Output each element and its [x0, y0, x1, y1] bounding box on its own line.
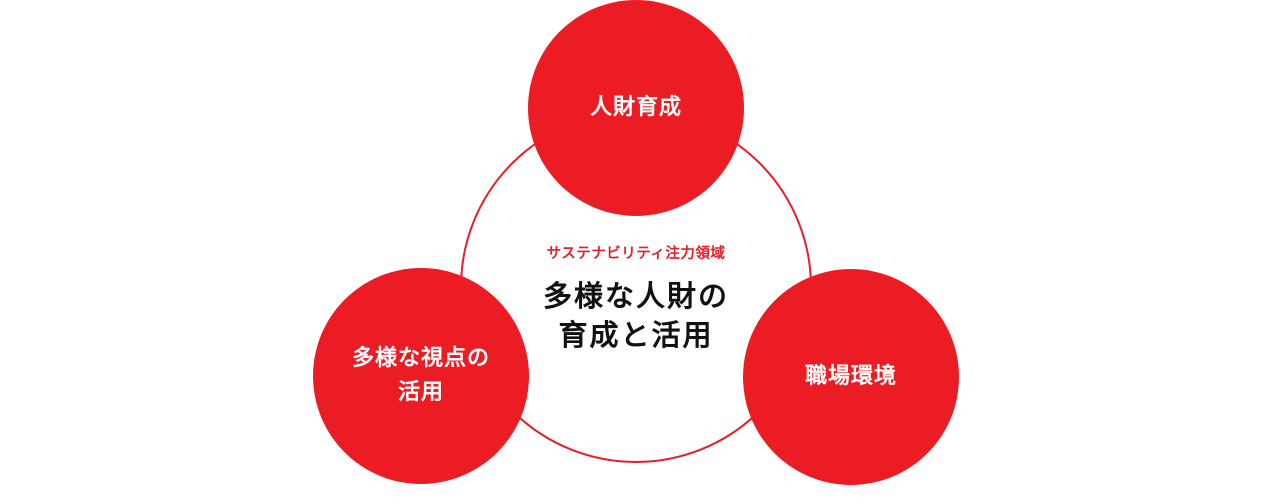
center-title-line-2: 育成と活用: [558, 318, 714, 352]
center-title-line-1: 多様な人財の: [542, 279, 729, 313]
node-label-line-1: 人財育成: [589, 95, 682, 120]
node-label-line-1: 多様な視点の: [351, 346, 490, 371]
node-label: 多様な視点の 活用: [352, 342, 490, 410]
center-label: サステナビリティ注力領域 多様な人財の 育成と活用: [486, 243, 786, 355]
node-human-resource-development: 人財育成: [528, 0, 744, 216]
center-title: 多様な人財の 育成と活用: [486, 277, 786, 355]
node-label: 人財育成: [590, 91, 682, 125]
node-label-line-2: 活用: [397, 380, 444, 405]
node-label-line-1: 職場環境: [804, 364, 897, 389]
center-subtitle: サステナビリティ注力領域: [546, 246, 726, 262]
node-diverse-perspectives: 多様な視点の 活用: [313, 268, 529, 484]
node-workplace-environment: 職場環境: [743, 269, 959, 485]
node-label: 職場環境: [805, 360, 897, 394]
